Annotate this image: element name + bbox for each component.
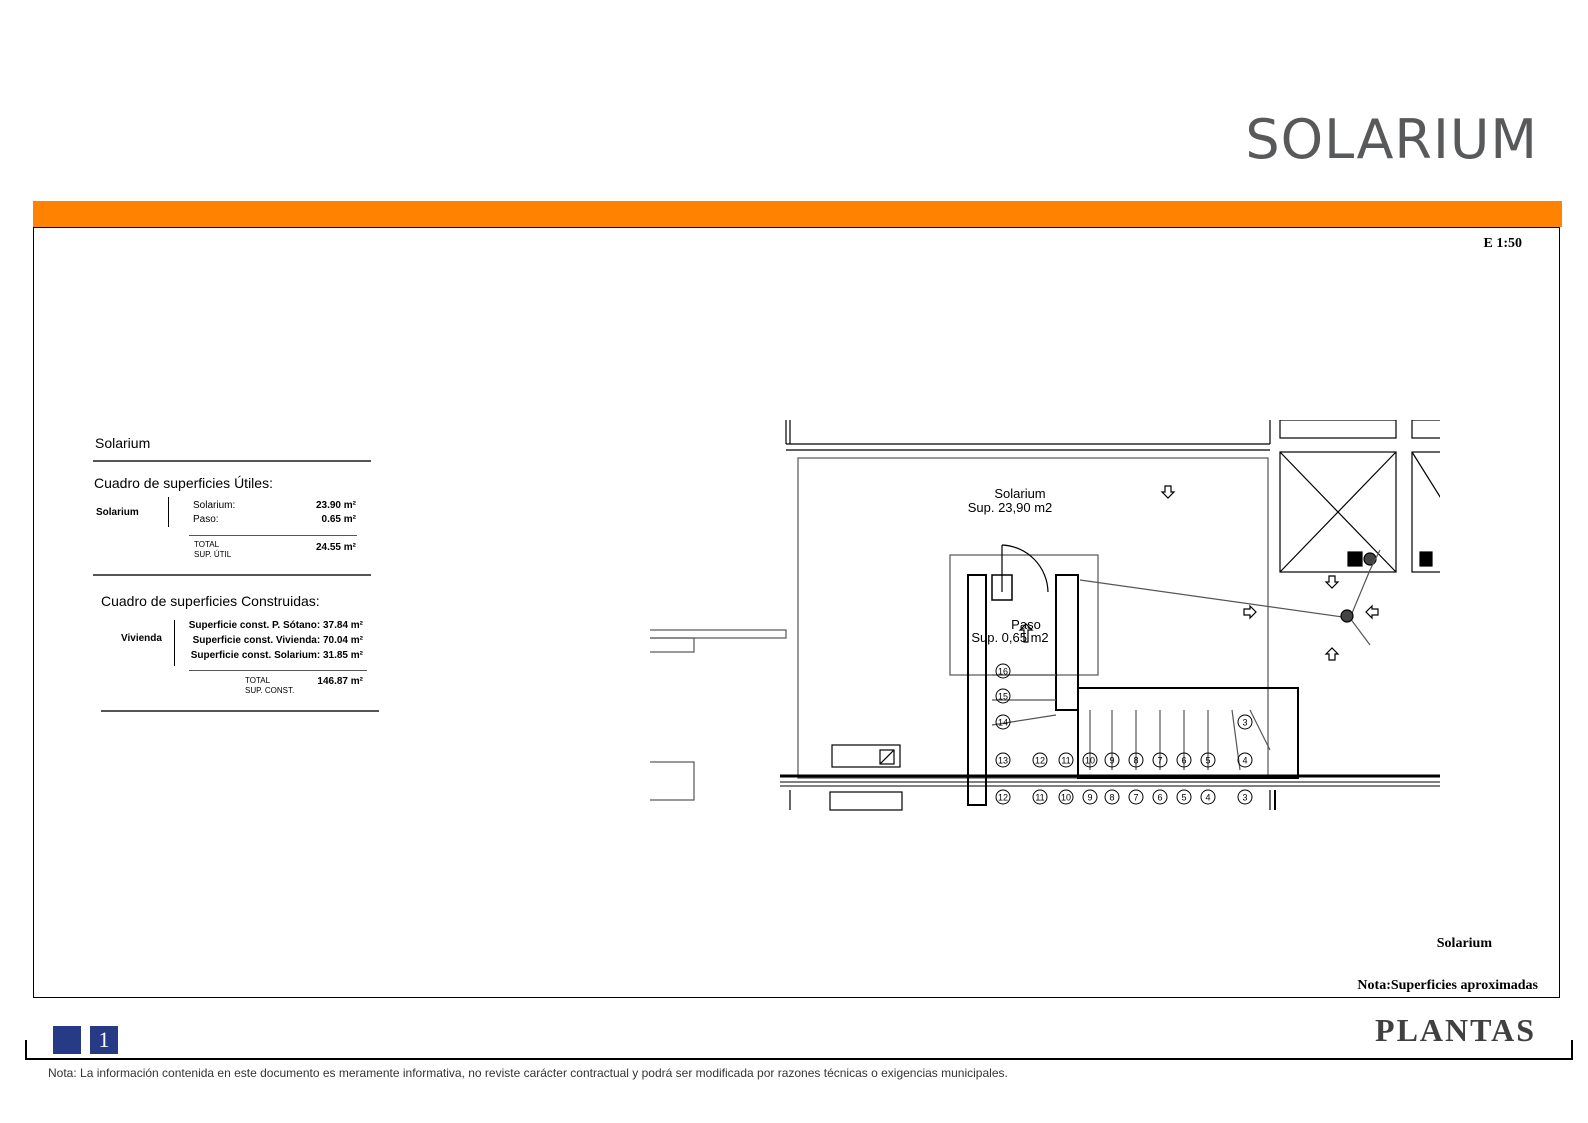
step-marker [1082, 752, 1098, 768]
floor-plan: 16 15 14 13 12 11 10 9 8 7 6 5 4 3 12 11 10 9 8 7 6 5 4 3 Sola… [650, 420, 1440, 811]
step-number: 14 [998, 718, 1008, 728]
disclaimer: Nota: La información contenida en este d… [48, 1066, 1008, 1080]
step-marker [995, 789, 1011, 805]
step-marker [1058, 752, 1074, 768]
built-row: Superficie const. Vivienda: 70.04 m² [192, 635, 363, 646]
useful-total-label: TOTAL SUP. ÚTIL [194, 540, 232, 559]
step-marker [1058, 789, 1074, 805]
step-number: 12 [998, 793, 1008, 803]
step-number: 15 [998, 692, 1008, 702]
step-number: 4 [1242, 756, 1247, 766]
divider [174, 620, 175, 666]
plan-label: Solarium [1436, 936, 1492, 951]
room-area-paso: Sup. 0,65 m2 [971, 630, 1048, 645]
built-total-value: 146.87 m² [317, 676, 363, 687]
scale-label: E 1:50 [1483, 236, 1523, 251]
step-marker [995, 752, 1011, 768]
page-title: SOLARIUM [1245, 108, 1538, 171]
built-total-label: TOTAL SUP. CONST. [245, 676, 295, 695]
step-marker [1237, 714, 1253, 730]
step-marker [1152, 789, 1168, 805]
room-area-solarium: Sup. 23,90 m2 [968, 500, 1053, 515]
step-number: 5 [1181, 793, 1186, 803]
step-number: 13 [998, 756, 1008, 766]
step-number: 4 [1205, 793, 1210, 803]
useful-row-value: 23.90 m² [315, 500, 356, 511]
step-marker [1082, 789, 1098, 805]
step-marker [1176, 752, 1192, 768]
step-marker [1128, 752, 1144, 768]
step-marker [1032, 752, 1048, 768]
step-number: 10 [1085, 756, 1095, 766]
useful-row-label: Paso: [193, 514, 219, 525]
step-marker [1200, 789, 1216, 805]
divider [25, 1040, 27, 1060]
step-marker [1176, 789, 1192, 805]
step-number: 12 [1035, 756, 1045, 766]
step-marker [1237, 752, 1253, 768]
divider [93, 574, 371, 576]
step-marker [1152, 752, 1168, 768]
drawing-frame [33, 227, 1560, 998]
step-number: 7 [1157, 756, 1162, 766]
step-marker [1104, 752, 1120, 768]
page-number: 1 [90, 1026, 118, 1054]
surfaces-panel: Solarium Cuadro de superficies Útiles: S… [93, 432, 383, 722]
accent-bar [33, 201, 1562, 227]
surfaces-section-title: Solarium [95, 435, 151, 451]
room-name-solarium: Solarium [994, 486, 1045, 501]
step-number: 6 [1181, 756, 1186, 766]
step-marker [995, 663, 1011, 679]
divider [25, 1058, 1573, 1060]
step-marker [995, 714, 1011, 730]
step-number: 3 [1242, 793, 1247, 803]
step-number: 9 [1109, 756, 1114, 766]
step-marker [1128, 789, 1144, 805]
step-number: 8 [1133, 756, 1138, 766]
section-title: PLANTAS [1375, 1012, 1536, 1048]
stair-step-numbers: 16 15 14 13 12 11 10 9 8 7 6 5 4 3 [995, 663, 1253, 768]
step-number: 11 [1035, 793, 1044, 803]
step-marker [1104, 789, 1120, 805]
step-marker [1237, 789, 1253, 805]
built-row: Superficie const. Solarium: 31.85 m² [190, 650, 363, 661]
step-marker [1200, 752, 1216, 768]
divider [93, 460, 371, 462]
page-marker [53, 1026, 81, 1054]
built-title: Cuadro de superficies Construidas: [101, 593, 320, 609]
built-row: Superficie const. P. Sótano: 37.84 m² [188, 620, 363, 631]
step-number: 6 [1157, 793, 1162, 803]
surfaces-note: Nota:Superficies aproximadas [1357, 978, 1538, 993]
step-number: 5 [1205, 756, 1210, 766]
useful-row-label: Solarium: [193, 500, 236, 511]
useful-title: Cuadro de superficies Útiles: [94, 475, 273, 491]
useful-row-value: 0.65 m² [321, 514, 356, 525]
room-name-paso: Paso [1011, 617, 1041, 632]
step-marker [1032, 789, 1048, 805]
step-marker [995, 688, 1011, 704]
step-number: 9 [1087, 793, 1092, 803]
step-number: 8 [1109, 793, 1114, 803]
step-number: 10 [1061, 793, 1071, 803]
divider [189, 670, 367, 671]
stair-step-numbers: 12 11 10 9 8 7 6 5 4 3 [995, 789, 1253, 805]
divider [1571, 1040, 1573, 1060]
step-number: 7 [1133, 793, 1138, 803]
useful-total-value: 24.55 m² [315, 542, 356, 553]
step-number: 16 [998, 667, 1008, 677]
useful-group: Solarium [96, 507, 139, 518]
divider [168, 497, 169, 527]
divider [189, 535, 357, 536]
built-group: Vivienda [121, 633, 162, 644]
divider [101, 710, 379, 712]
step-number: 11 [1061, 756, 1070, 766]
step-number: 3 [1242, 718, 1247, 728]
